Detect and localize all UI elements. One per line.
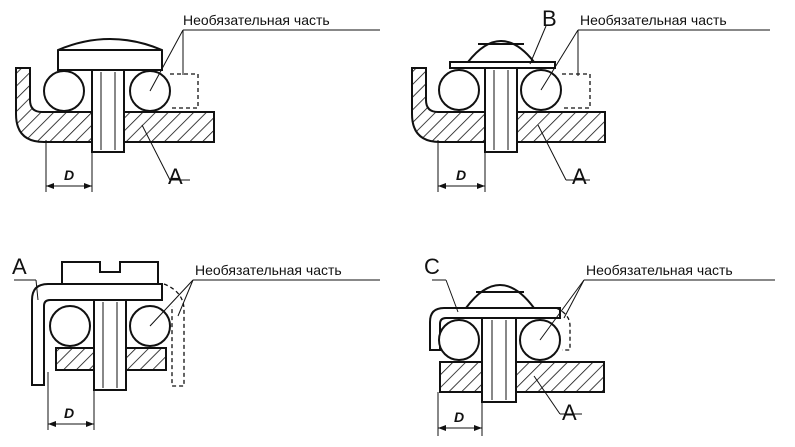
wire-left [49,305,91,347]
part-b-label: B [542,6,557,31]
nut-head [61,261,159,285]
optional-part-label: Необязательная часть [195,262,342,278]
part-a-label: A [12,254,27,279]
dimension-d-label: D [454,409,464,425]
part-a-label: A [572,164,587,189]
screw-shank [484,67,518,153]
plate-a [516,111,606,143]
plate [55,347,95,371]
diagram-top-left: Необязательная часть A D [15,12,380,192]
part-a-label: A [168,164,183,189]
wire-left [43,70,85,112]
plate-a [123,111,215,143]
part-a-label: A [562,400,577,425]
wire-left [438,319,480,361]
screw-head [465,40,537,63]
dimension-d-label: D [456,167,466,183]
plate-a [439,361,483,393]
screw-shank [481,317,517,403]
clamp-c [429,307,561,351]
dimension-d-label: D [64,167,74,183]
clamp-bracket [31,283,163,386]
diagram-bottom-left: Необязательная часть A D [12,254,380,430]
optional-part-label: Необязательная часть [580,12,727,28]
plate [125,347,167,371]
diagram-top-right: Необязательная часть B A D [411,6,770,192]
optional-part-label: Необязательная часть [183,12,330,28]
diagram-bottom-right: Необязательная часть C A D [424,254,775,436]
optional-part-label: Необязательная часть [586,262,733,278]
screw-shank [93,299,127,391]
screw-head [57,38,163,71]
dimension-d-label: D [64,405,74,421]
part-c-label: C [424,254,440,279]
plate-a [515,361,605,393]
screw-head [464,284,536,309]
screw-shank [91,69,125,153]
wire-left [438,69,480,111]
